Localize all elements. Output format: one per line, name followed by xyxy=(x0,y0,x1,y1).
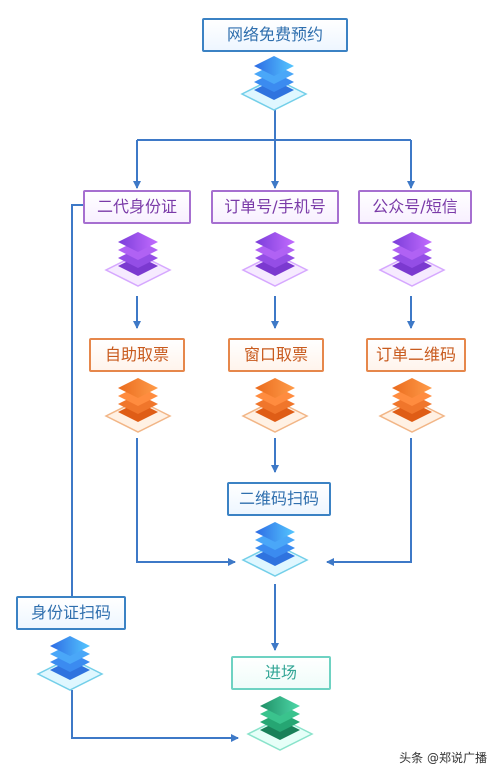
node-wechat-sms-label: 公众号/短信 xyxy=(372,197,458,216)
node-id-card-label: 二代身份证 xyxy=(96,197,177,216)
node-id-card: 二代身份证 xyxy=(83,190,191,224)
arrow-order-qr-to-center xyxy=(326,438,412,566)
server-stack-icon-orange-order-qr xyxy=(378,378,446,433)
arrow-id-scan-to-entry xyxy=(71,690,239,742)
node-window-pickup-label: 窗口取票 xyxy=(243,345,308,364)
node-entry-label: 进场 xyxy=(264,663,297,682)
server-stack-icon-blue-top xyxy=(240,56,308,111)
node-id-scan-label: 身份证扫码 xyxy=(30,603,111,622)
node-qr-scan: 二维码扫码 xyxy=(227,482,331,516)
node-self-pickup-label: 自助取票 xyxy=(104,345,169,364)
server-stack-icon-purple-order-phone xyxy=(241,232,309,287)
node-wechat-sms: 公众号/短信 xyxy=(358,190,472,224)
server-stack-icon-purple-wechat-sms xyxy=(378,232,446,287)
node-order-qr: 订单二维码 xyxy=(366,338,466,372)
server-stack-icon-purple-id-card xyxy=(104,232,172,287)
server-stack-icon-blue-center xyxy=(241,522,309,577)
server-stack-icon-orange-window-pickup xyxy=(241,378,309,433)
node-order-phone-label: 订单号/手机号 xyxy=(224,197,326,216)
node-order-phone: 订单号/手机号 xyxy=(211,190,339,224)
connector-id-card-to-id-scan xyxy=(71,204,83,596)
node-id-scan: 身份证扫码 xyxy=(16,596,126,630)
arrow-self-pickup-to-center xyxy=(136,438,236,566)
node-online-reservation-label: 网络免费预约 xyxy=(226,25,323,44)
node-online-reservation: 网络免费预约 xyxy=(202,18,348,52)
server-stack-icon-green-entry xyxy=(246,696,314,751)
watermark-text: 头条 @郑说广播 xyxy=(399,751,487,765)
server-stack-icon-blue-id-scan xyxy=(36,636,104,691)
node-qr-scan-label: 二维码扫码 xyxy=(238,489,319,508)
server-stack-icon-orange-self-pickup xyxy=(104,378,172,433)
node-window-pickup: 窗口取票 xyxy=(228,338,324,372)
node-self-pickup: 自助取票 xyxy=(89,338,185,372)
node-order-qr-label: 订单二维码 xyxy=(375,345,456,364)
node-entry: 进场 xyxy=(231,656,331,690)
